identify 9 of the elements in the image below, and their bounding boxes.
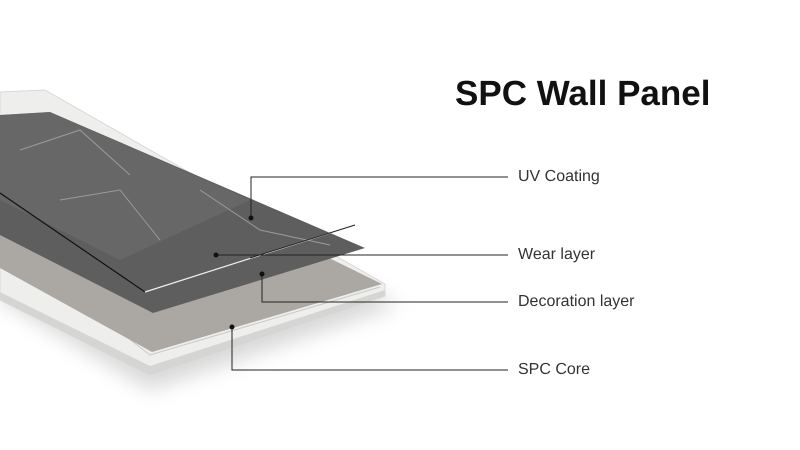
leader-line [230, 324, 508, 370]
layer-label: Decoration layer [518, 292, 634, 312]
leader-line [248, 176, 508, 220]
layer-label: Wear layer [518, 245, 596, 265]
title: SPC Wall Panel [455, 74, 710, 114]
leader-line [260, 272, 508, 302]
layer-label: SPC Core [518, 360, 590, 380]
layer-label: UV Coating [518, 167, 600, 187]
leader-line [214, 252, 508, 258]
